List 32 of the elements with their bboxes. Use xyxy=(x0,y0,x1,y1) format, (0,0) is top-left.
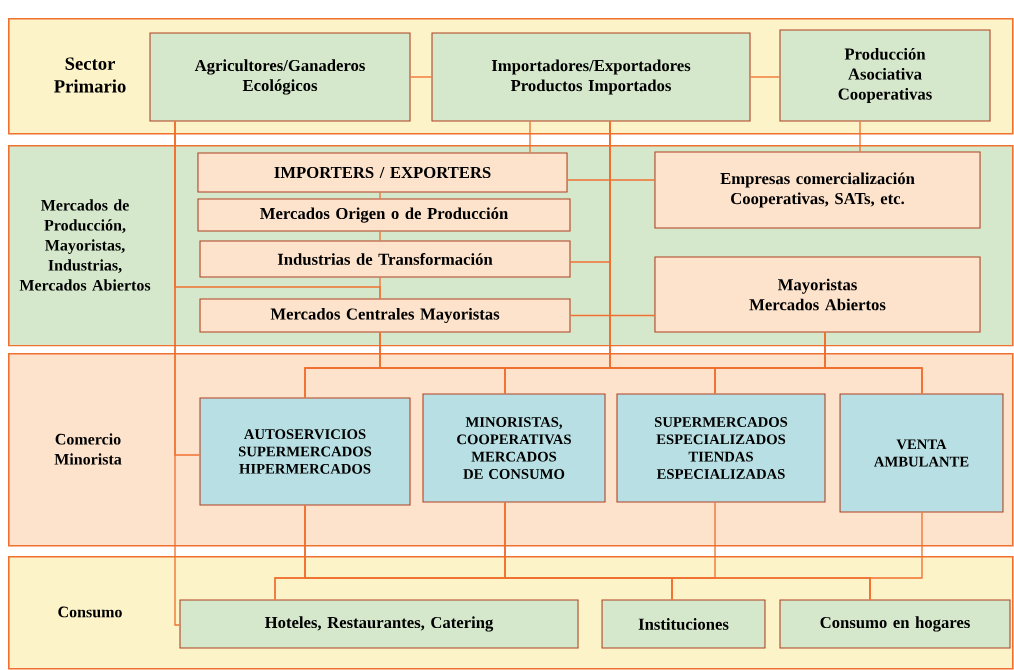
process-box: Mayoristas Mercados Abiertos xyxy=(654,256,981,333)
process-box: Instituciones xyxy=(601,599,766,649)
process-box: Hoteles, Restaurantes, Catering xyxy=(179,599,579,649)
process-box: Consumo en hogares xyxy=(779,599,1011,649)
band-heading: Comercio Minorista xyxy=(54,433,122,465)
process-box: Producción Asociativa Cooperativas xyxy=(779,29,991,122)
connector-line xyxy=(566,179,656,181)
process-box: MINORISTAS, COOPERATIVAS MERCADOS DE CONSUMO xyxy=(422,393,606,503)
process-box: SUPERMERCADOS ESPECIALIZADOS TIENDAS ESPECIALIZADAS xyxy=(616,393,826,503)
process-box: Industrias de Transformación xyxy=(199,240,571,278)
process-box: Mercados Origen o de Producción xyxy=(197,198,571,232)
connector-line xyxy=(869,511,923,601)
connector-line xyxy=(379,230,381,242)
connector-line xyxy=(569,314,656,317)
process-box: Agricultores/Ganaderos Ecológicos xyxy=(149,32,411,122)
process-box: IMPORTERS / EXPORTERS xyxy=(197,152,568,193)
connector-line xyxy=(749,76,781,78)
connector-line xyxy=(859,120,861,153)
band-heading: Consumo xyxy=(58,606,122,618)
band-heading: Sector Primario xyxy=(54,57,126,93)
connector-line xyxy=(409,76,433,78)
connector-line xyxy=(824,331,923,395)
process-box: Mercados Centrales Mayoristas xyxy=(199,298,571,333)
connector-line xyxy=(174,120,181,626)
process-box: AUTOSERVICIOS SUPERMERCADOS HIPERMERCADOS xyxy=(199,397,411,506)
process-box: Importadores/Exportadores Productos Importados xyxy=(431,32,751,122)
process-box: VENTA AMBULANTE xyxy=(839,393,1004,513)
connector-line xyxy=(529,120,531,154)
connector-line xyxy=(379,191,381,200)
connector-line xyxy=(671,501,716,601)
process-box: Empresas comercialización Cooperativas, SATs, etc. xyxy=(654,151,981,229)
band-heading: Mercados de Producción, Mayoristas, Industrias, Mercados Abiertos xyxy=(19,199,151,291)
